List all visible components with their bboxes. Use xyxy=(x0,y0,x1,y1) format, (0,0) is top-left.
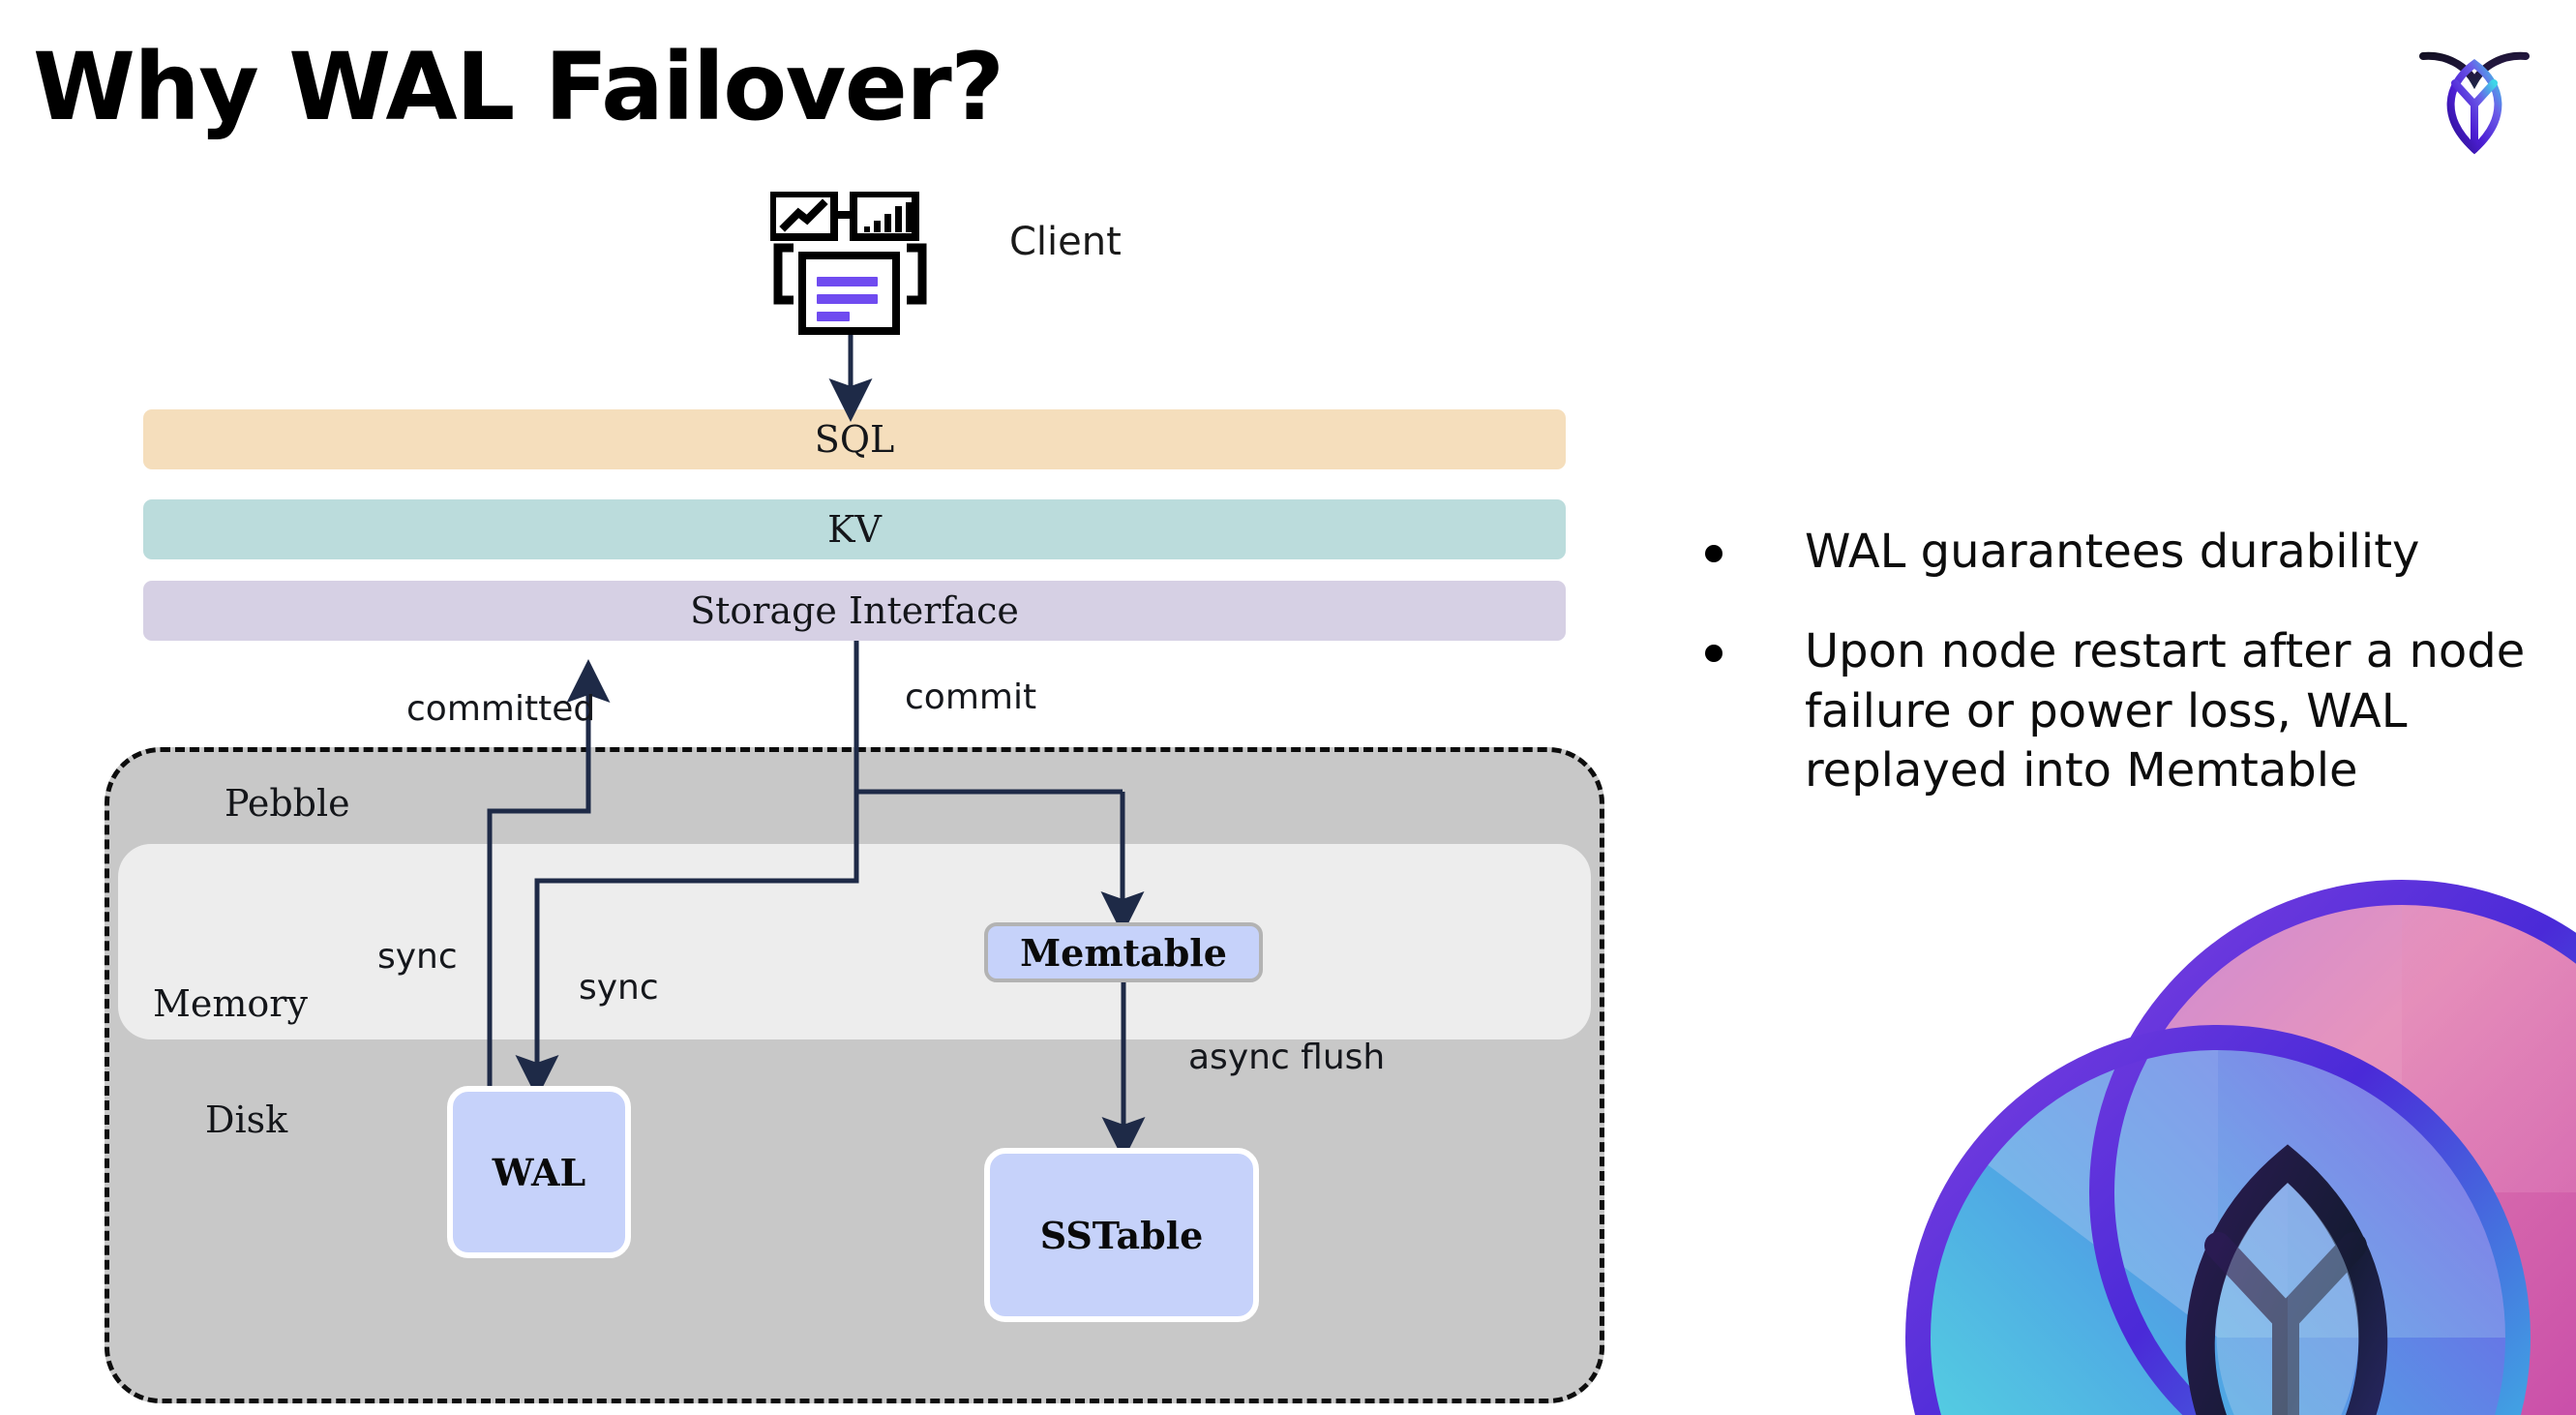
list-item: Upon node restart after a node failure o… xyxy=(1705,622,2557,800)
pebble-label: Pebble xyxy=(225,782,350,825)
bullet-dot-icon xyxy=(1705,645,1722,663)
node-wal: WAL xyxy=(447,1086,631,1258)
node-memtable: Memtable xyxy=(984,922,1263,982)
node-memtable-label: Memtable xyxy=(1020,930,1227,975)
edge-label-committed: committed xyxy=(406,689,596,729)
list-item: WAL guarantees durability xyxy=(1705,523,2557,582)
page-title: Why WAL Failover? xyxy=(33,33,1004,141)
disk-label: Disk xyxy=(205,1099,288,1141)
layer-bar-sql: SQL xyxy=(143,409,1566,469)
bullet-dot-icon xyxy=(1705,545,1722,562)
bullet-text: Upon node restart after a node failure o… xyxy=(1805,624,2526,798)
edge-label-async-flush: async flush xyxy=(1188,1038,1386,1077)
layer-bar-sql-label: SQL xyxy=(814,418,895,461)
edge-label-sync-right: sync xyxy=(579,968,659,1008)
client-analytics-icon xyxy=(768,190,931,335)
layer-bar-storage-interface-label: Storage Interface xyxy=(690,589,1019,632)
cockroachdb-circles-artwork xyxy=(1899,854,2576,1415)
bullet-list: WAL guarantees durability Upon node rest… xyxy=(1705,523,2557,842)
node-sstable-label: SSTable xyxy=(1039,1213,1204,1257)
layer-bar-storage-interface: Storage Interface xyxy=(143,581,1566,641)
memory-label: Memory xyxy=(153,982,308,1025)
layer-bar-kv: KV xyxy=(143,499,1566,559)
layer-bar-kv-label: KV xyxy=(827,508,882,551)
node-wal-label: WAL xyxy=(492,1150,586,1194)
edge-label-sync-left: sync xyxy=(377,937,458,977)
client-label: Client xyxy=(1009,220,1122,264)
bullet-text: WAL guarantees durability xyxy=(1805,525,2420,579)
node-sstable: SSTable xyxy=(984,1148,1259,1322)
cockroachdb-logo-icon xyxy=(2411,35,2537,156)
memory-region xyxy=(118,844,1591,1039)
edge-label-commit: commit xyxy=(905,677,1037,717)
